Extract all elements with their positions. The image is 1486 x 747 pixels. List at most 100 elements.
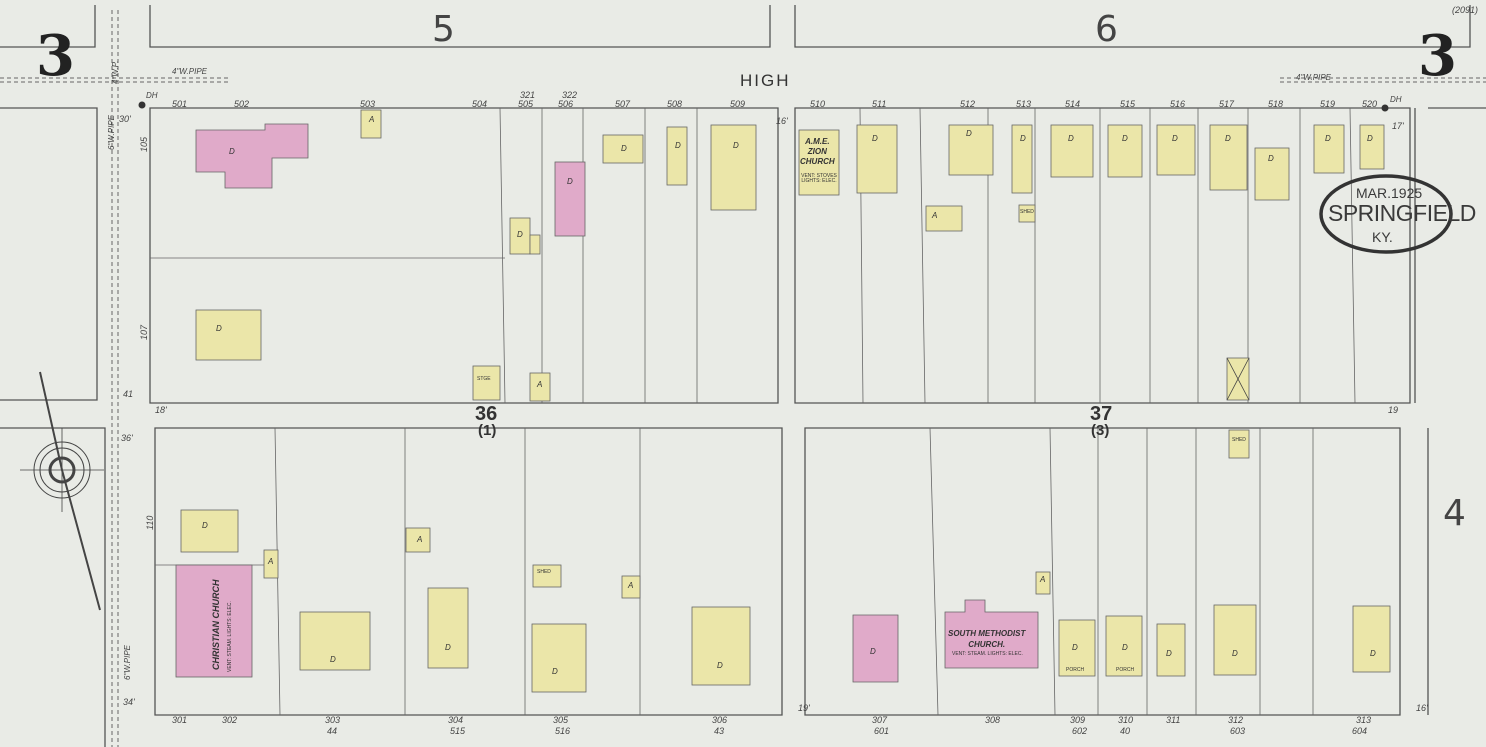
dwelling-label: D (733, 141, 739, 150)
house-number: 518 (1268, 99, 1284, 109)
dwelling-label: D (229, 147, 235, 156)
dwelling-label: D (1072, 643, 1078, 652)
house-number: 515 (1120, 99, 1136, 109)
cartouche-city: SPRINGFIELD (1328, 200, 1476, 226)
dwelling-label: D (1122, 134, 1128, 143)
house-number: 514 (1065, 99, 1081, 109)
dwelling-label: D (1268, 154, 1274, 163)
dwelling-label: D (330, 655, 336, 664)
dimension: 30' (119, 114, 131, 124)
house-number: 512 (960, 99, 976, 109)
house-number: 312 (1228, 715, 1244, 725)
block-sub-37: (3) (1091, 422, 1110, 439)
ame-church-line-1: A.M.E. (805, 137, 830, 146)
house-number-alt: 516 (555, 726, 571, 736)
porch-label: PORCH (1066, 667, 1085, 673)
pipe-label-top-left: 4"W.PIPE (172, 67, 207, 76)
dwelling-label: D (1166, 649, 1172, 658)
house-number: 507 (615, 99, 631, 109)
ame-zion-church-label: A.M.E. ZION CHURCH (800, 137, 835, 167)
dwelling-label: D (1225, 134, 1231, 143)
house-number: 303 (325, 715, 341, 725)
house-number: 310 (1118, 715, 1134, 725)
adjoining-sheet-6: 6 (1095, 9, 1118, 50)
dwelling-label: D (1325, 134, 1331, 143)
ame-church-line-2: ZION (807, 147, 827, 156)
dwelling-label: D (872, 134, 878, 143)
dwelling-label: D (621, 144, 627, 153)
adjoining-sheet-5: 5 (432, 9, 455, 50)
dwelling-label: D (675, 141, 681, 150)
house-number: 302 (222, 715, 238, 725)
dwelling-label: D (1370, 649, 1376, 658)
house-number: 506 (558, 99, 574, 109)
dimension: 110 (145, 515, 155, 530)
stable-label: STGE (477, 376, 491, 382)
ame-church-note: VENT: STOVES LIGHTS: ELEC. (801, 173, 837, 184)
porch-label: PORCH (1116, 667, 1135, 673)
cartouche-state: KY. (1372, 229, 1393, 245)
hydrant-label-right: DH (1390, 95, 1402, 104)
house-number: 504 (472, 99, 488, 109)
compass-rose-icon (20, 371, 104, 611)
dwelling-label: D (717, 661, 723, 670)
house-number: 519 (1320, 99, 1336, 109)
pipe-label-vertical: 6"W.PIPE (107, 115, 116, 150)
block-number-37: 37 (1090, 403, 1113, 425)
dwelling-label: D (567, 177, 573, 186)
dwelling-label: D (552, 667, 558, 676)
dwelling-label: D (1232, 649, 1238, 658)
house-number: 505 (518, 99, 534, 109)
auto-label: A (268, 557, 274, 566)
house-number: 305 (553, 715, 569, 725)
house-number: 307 (872, 715, 888, 725)
dimension: 17' (1392, 121, 1404, 131)
brick-buildings (175, 123, 1039, 683)
dwelling-label: D (870, 647, 876, 656)
house-number-alt: 515 (450, 726, 466, 736)
hydrant-label-left: DH (146, 91, 158, 100)
house-number: 520 (1362, 99, 1378, 109)
dimension: 41 (123, 389, 134, 399)
auto-label: A (1040, 575, 1046, 584)
house-number-alt: 44 (327, 726, 338, 736)
house-number-alt: 321 (520, 90, 536, 100)
dwelling-label: D (216, 324, 222, 333)
shed-label: SHED (1020, 209, 1034, 215)
house-number-alt: 40 (1120, 726, 1131, 736)
dwelling-label: D (966, 129, 972, 138)
sheet-code: (2091) (1452, 5, 1479, 15)
dwelling-label: D (1068, 134, 1074, 143)
dimension: 19 (1388, 405, 1399, 415)
street-lines (0, 5, 1486, 747)
dimension: 16' (776, 116, 788, 126)
house-number: 517 (1219, 99, 1235, 109)
house-number: 510 (810, 99, 826, 109)
south-methodist-church-label: SOUTH METHODIST CHURCH. (948, 628, 1025, 650)
dwelling-label: D (1020, 134, 1026, 143)
dwelling-label: D (1122, 643, 1128, 652)
ame-church-line-3: CHURCH (800, 157, 835, 166)
house-number: 509 (730, 99, 746, 109)
block-number-36: 36 (475, 403, 498, 425)
pipe-label-vertical-top: 4"W.P. (111, 60, 120, 84)
house-number: 503 (360, 99, 376, 109)
house-number: 508 (667, 99, 683, 109)
shed-marker (1226, 357, 1250, 401)
south-methodist-note: VENT: STEAM. LIGHTS: ELEC. (952, 651, 1023, 657)
hydrants (138, 101, 1389, 112)
dimension: 18' (155, 405, 167, 415)
water-pipes (0, 10, 1486, 747)
auto-label: A (628, 581, 634, 590)
house-number-alt: 601 (874, 726, 890, 736)
house-number: 306 (712, 715, 728, 725)
house-number: 309 (1070, 715, 1086, 725)
house-number-alt: 602 (1072, 726, 1088, 736)
shed-label: SHED (537, 569, 551, 575)
house-number: 313 (1356, 715, 1372, 725)
house-number: 513 (1016, 99, 1032, 109)
christian-church-label: CHRISTIAN CHURCH (211, 579, 221, 671)
dimension: 105 (139, 136, 149, 152)
pipe-label-top-right: 4"W.PIPE (1296, 73, 1331, 82)
